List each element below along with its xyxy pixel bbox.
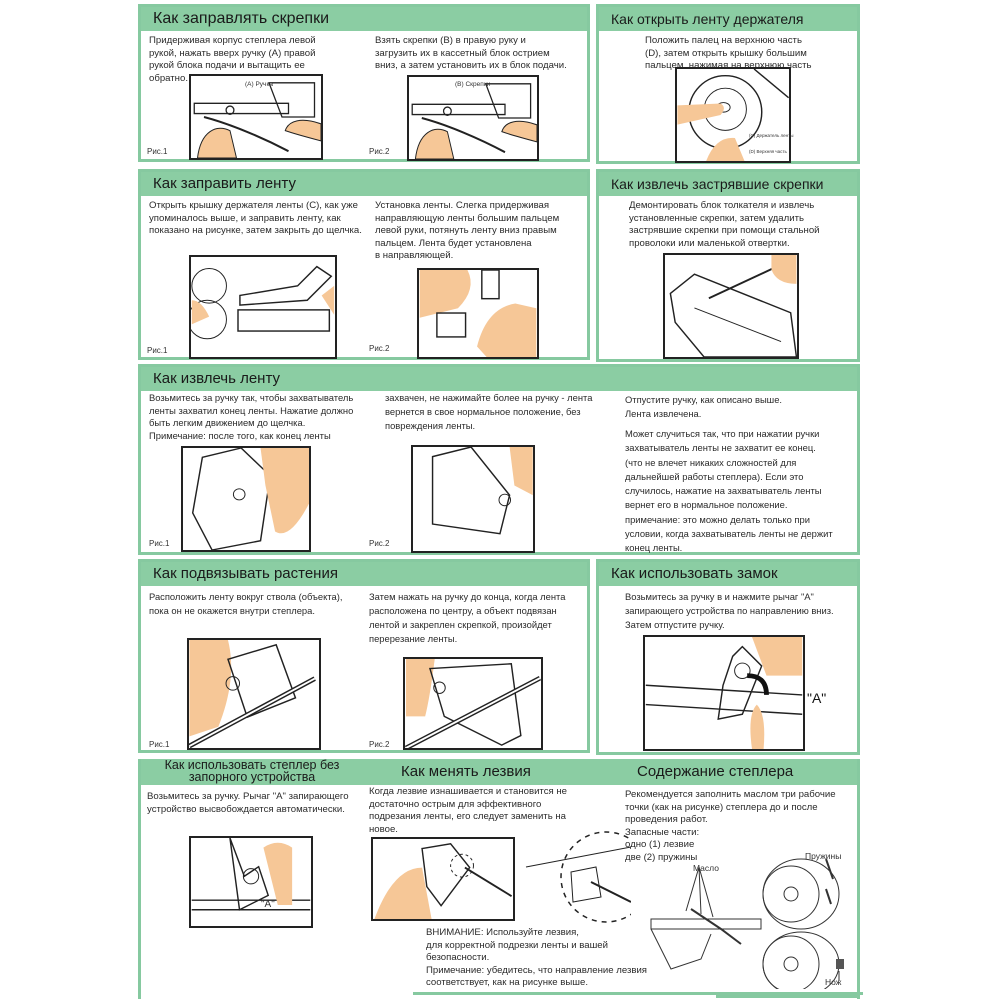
figure-label: (В) Скрепки	[455, 81, 491, 88]
blade-change-illustration	[371, 837, 515, 921]
section-remove-jammed-staples: Как извлечь застрявшие скрепки Демонтиро…	[596, 169, 860, 362]
springs-label: Пружины	[805, 851, 842, 861]
section-title: Как заправлять скрепки	[141, 7, 587, 31]
figure-2-illustration	[407, 75, 539, 161]
instruction-text: Рекомендуется заполнить маслом три рабоч…	[625, 789, 836, 863]
section-title: Как извлечь застрявшие скрепки	[599, 172, 857, 196]
section-use-lock: Как использовать замок Возьмитесь за руч…	[596, 559, 860, 755]
section-title: Содержание степлера	[637, 763, 794, 780]
figure-caption: Рис.1	[147, 346, 168, 355]
panel-bottom-border	[716, 995, 860, 998]
figure-caption: Рис.2	[369, 344, 390, 353]
section-open-tape-holder: Как открыть ленту держателя Положить пал…	[596, 4, 860, 164]
figure-1-illustration	[189, 74, 323, 160]
section-remove-tape: Как извлечь ленту Возьмитесь за ручку та…	[138, 364, 860, 555]
instruction-text: Демонтировать блок толкателя и извлечь у…	[629, 200, 820, 249]
section-title: Как использовать степлер без запорного у…	[164, 758, 340, 784]
oil-label: Масло	[693, 863, 719, 873]
section-title: Как менять лезвия	[401, 763, 531, 780]
warning-text: ВНИМАНИЕ: Используйте лезвия, для коррек…	[426, 927, 648, 989]
stapler-maintenance-diagram	[650, 858, 844, 989]
figure-caption: Рис.1	[149, 740, 170, 749]
instruction-text: Возьмитесь за ручку в и нажмите рычаг "А…	[625, 591, 834, 630]
section-tie-plants: Как подвязывать растения Расположить лен…	[138, 559, 590, 753]
figure-caption: Рис.1	[147, 147, 168, 156]
instruction-text: Придерживая корпус степлера левой рукой,…	[149, 35, 316, 84]
section-load-tape: Как заправить ленту Открыть крышку держа…	[138, 169, 590, 360]
figure-caption: Рис.1	[149, 539, 170, 548]
figure-caption: Рис.2	[369, 147, 390, 156]
figure-2-illustration	[403, 657, 543, 750]
figure-caption: Рис.2	[369, 539, 390, 548]
jammed-staples-illustration	[663, 253, 799, 359]
figure-label: (А) Ручка	[245, 81, 274, 88]
instruction-text: Расположить ленту вокруг ствола (объекта…	[149, 591, 343, 616]
figure-1-illustration	[181, 446, 311, 552]
instruction-text: Возьмитесь за ручку. Рычаг "А" запирающе…	[147, 791, 349, 815]
instruction-text: Возьмитесь за ручку так, чтобы захватыва…	[149, 392, 354, 441]
no-lock-illustration	[189, 836, 313, 928]
lever-a-label: "A"	[807, 690, 827, 706]
instruction-text: Затем нажать на ручку до конца, когда ле…	[369, 591, 566, 644]
figure-label: (D) Верхняя часть	[749, 149, 787, 154]
instruction-text: Отпустите ручку, как описано выше. Лента…	[625, 394, 783, 419]
section-load-staples: Как заправлять скрепки Придерживая корпу…	[138, 4, 590, 162]
blade-detail-illustration	[525, 831, 631, 923]
figure-caption: Рис.2	[369, 740, 390, 749]
instruction-text: Установка ленты. Слегка придерживая напр…	[375, 200, 560, 262]
tape-holder-illustration	[675, 67, 791, 163]
figure-1-illustration	[187, 638, 321, 750]
instruction-text: Может случиться так, что при нажатии руч…	[625, 428, 833, 554]
section-title: Как открыть ленту держателя	[599, 7, 857, 31]
section-title: Как заправить ленту	[141, 172, 587, 196]
instruction-text: захвачен, не нажимайте более на ручку - …	[385, 392, 593, 431]
knife-label: Нож	[825, 977, 842, 987]
figure-2-illustration	[411, 445, 535, 553]
divider	[413, 992, 863, 995]
figure-2-illustration	[417, 268, 539, 359]
section-title: Как подвязывать растения	[141, 562, 587, 586]
lever-a-label: "A"	[261, 899, 275, 910]
instruction-text: Взять скрепки (В) в правую руку и загруз…	[375, 35, 567, 72]
section-bottom: Как использовать степлер без запорного у…	[138, 758, 863, 999]
figure-1-illustration	[189, 255, 337, 359]
lock-illustration	[643, 635, 805, 751]
instruction-text: Когда лезвие изнашивается и становится н…	[369, 786, 568, 835]
instruction-text: Открыть крышку держателя ленты (С), как …	[149, 200, 362, 237]
header-band	[141, 759, 857, 785]
instruction-text: Положить палец на верхнюю часть (D), зат…	[645, 35, 812, 72]
section-title: Как извлечь ленту	[141, 367, 857, 391]
figure-label: (С) Держатель ленты	[749, 133, 794, 138]
section-title: Как использовать замок	[599, 562, 857, 586]
